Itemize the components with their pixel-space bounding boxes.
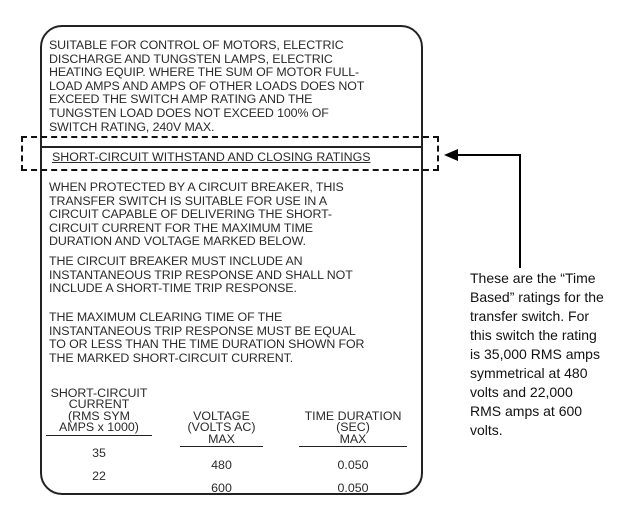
breaker-paragraph: THE CIRCUIT BREAKER MUST INCLUDE AN INST…	[49, 254, 353, 296]
annotation-text: These are the “Time Based” ratings for t…	[470, 270, 604, 438]
column-header: TIME DURATION (SEC) MAX	[299, 409, 407, 447]
arrow-head-icon	[444, 149, 458, 161]
table-cell: 0.050	[337, 480, 369, 495]
column-header: SHORT-CIRCUIT CURRENT (RMS SYM AMPS x 10…	[46, 386, 152, 436]
section-heading: SHORT-CIRCUIT WITHSTAND AND CLOSING RATI…	[52, 150, 371, 164]
table-cell: 22	[92, 469, 106, 483]
table-cell: 600	[211, 480, 232, 495]
table-column-current: SHORT-CIRCUIT CURRENT (RMS SYM AMPS x 10…	[46, 376, 152, 494]
suitability-paragraph: SUITABLE FOR CONTROL OF MOTORS, ELECTRIC…	[49, 38, 365, 134]
callout-arrow	[444, 149, 521, 268]
clearing-time-paragraph: THE MAXIMUM CLEARING TIME OF THE INSTANT…	[49, 310, 365, 365]
highlight-box	[21, 136, 439, 171]
column-header: VOLTAGE (VOLTS AC) MAX	[180, 409, 263, 447]
protection-paragraph: WHEN PROTECTED BY A CIRCUIT BREAKER, THI…	[49, 180, 344, 249]
table-cell: 35	[92, 446, 106, 460]
divider	[40, 146, 423, 148]
